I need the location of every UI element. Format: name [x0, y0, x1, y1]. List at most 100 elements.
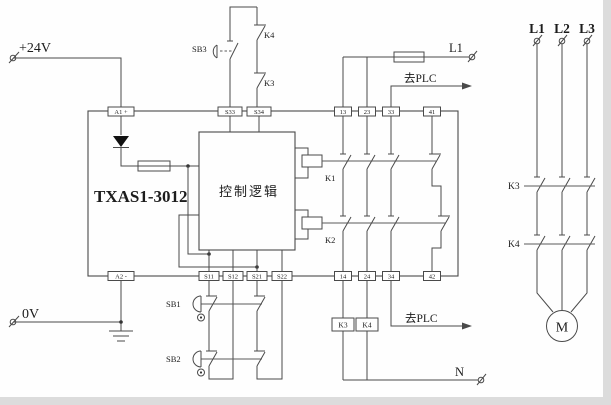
- l1-terminal-icon: [468, 53, 476, 61]
- sb2-twist-release-icon: [197, 368, 205, 377]
- svg-text:14: 14: [340, 274, 347, 281]
- terminal-s12: S12: [222, 271, 244, 281]
- sb3-label: SB3: [192, 44, 207, 54]
- aux-contact-k3: K3: [254, 72, 274, 107]
- k2-coil-icon: [301, 216, 323, 230]
- terminal-s11: S11: [198, 271, 220, 281]
- estop-circuit: SB1 SB2: [166, 280, 283, 380]
- v24-wire: [14, 57, 122, 107]
- sb1-label: SB1: [166, 299, 181, 309]
- motor-label: M: [556, 321, 569, 336]
- terminal-13: 13: [334, 106, 352, 117]
- svg-text:42: 42: [429, 274, 436, 281]
- line-l1-label: L1: [449, 41, 463, 55]
- svg-text:S21: S21: [252, 274, 262, 281]
- terminal-s34: S34: [246, 106, 272, 117]
- terminal-41: 41: [423, 106, 441, 117]
- neutral-label: N: [455, 365, 464, 379]
- terminal-23: 23: [358, 106, 376, 117]
- v24-label: +24V: [19, 41, 51, 56]
- safety-relay-module: TXAS1-3012 控制逻辑 K1 K2: [87, 106, 459, 281]
- contactor-coil-k4: K4: [355, 317, 379, 332]
- svg-text:A2 -: A2 -: [115, 274, 127, 281]
- sb2-label: SB2: [166, 354, 181, 364]
- v0-terminal-icon: [9, 318, 17, 326]
- svg-text:S12: S12: [228, 274, 238, 281]
- main-contacts-k4: K4: [508, 192, 596, 251]
- relay-coil-k2: K2: [295, 209, 335, 245]
- coil-k3-label: K3: [338, 321, 347, 330]
- l1-terminal-slash-icon: [467, 50, 478, 63]
- svg-text:23: 23: [364, 109, 371, 116]
- main-k3-label: K3: [508, 182, 520, 192]
- v0-label: 0V: [22, 307, 39, 322]
- to-plc-label-bottom: 去PLC: [405, 312, 438, 325]
- motor-circle-icon: [546, 310, 578, 342]
- to-plc-label-top: 去PLC: [404, 72, 437, 85]
- terminal-42: 42: [423, 271, 441, 281]
- scan-edge-bottom: [0, 397, 611, 405]
- n-terminal-slash-icon: [476, 373, 487, 386]
- left-power-rail: +24V 0V: [8, 41, 133, 342]
- control-logic-label: 控制逻辑: [219, 184, 279, 199]
- terminal-33: 33: [382, 106, 400, 117]
- n-terminal-icon: [477, 376, 485, 384]
- aux-k3-label: K3: [264, 78, 274, 88]
- sb2-mushroom-icon: [192, 350, 202, 368]
- terminal-a2: A2 -: [107, 271, 135, 281]
- relay-coil-k1: K1: [295, 147, 335, 183]
- svg-text:33: 33: [388, 109, 395, 116]
- v0-terminal-slash-icon: [8, 315, 20, 328]
- contactor-coil-k3: K3: [331, 317, 355, 332]
- terminal-a1: A1 +: [107, 106, 135, 117]
- phase-l2-label: L2: [554, 21, 570, 36]
- sb3-mushroom-icon: [212, 44, 218, 59]
- feedback-nc-column: [429, 116, 450, 272]
- k1-coil-icon: [301, 154, 323, 168]
- ground-icon: [109, 330, 133, 342]
- terminal-s22: S22: [271, 271, 293, 281]
- phase-l1-label: L1: [529, 21, 545, 36]
- main-contacts-k3: K3: [508, 44, 596, 193]
- relay-k1-label: K1: [325, 173, 335, 183]
- terminal-s21: S21: [246, 271, 268, 281]
- main-k4-label: K4: [508, 240, 520, 250]
- aux-contact-k4: K4: [254, 7, 275, 73]
- phase-l3-label: L3: [579, 21, 595, 36]
- plc-arrow-bottom-icon: [462, 322, 472, 330]
- svg-text:A1 +: A1 +: [114, 109, 128, 116]
- coil-k4-label: K4: [362, 321, 371, 330]
- relay-k2-label: K2: [325, 235, 335, 245]
- svg-text:S34: S34: [254, 109, 265, 116]
- plc-arrow-top-icon: [462, 82, 472, 90]
- svg-text:S22: S22: [277, 274, 287, 281]
- output-circuit: L1 去PLC K3 K4 去PLC N: [331, 41, 487, 386]
- svg-text:13: 13: [340, 109, 347, 116]
- v24-terminal-slash-icon: [8, 51, 20, 64]
- sb1-mushroom-icon: [192, 295, 202, 313]
- svg-text:34: 34: [388, 274, 395, 281]
- estop-button-sb1: SB1: [166, 295, 205, 322]
- svg-text:S33: S33: [225, 109, 235, 116]
- terminal-24: 24: [358, 271, 376, 281]
- output-contact-columns: [340, 116, 400, 272]
- motor-circuit: L1 L2 L3 K3 K4 M: [508, 21, 596, 342]
- phase-terminal-icons: [532, 34, 593, 47]
- terminal-34: 34: [382, 271, 400, 281]
- terminal-14: 14: [334, 271, 352, 281]
- svg-text:24: 24: [364, 274, 371, 281]
- supply-wire: [120, 148, 199, 167]
- diode-icon: [113, 136, 129, 147]
- v24-terminal-icon: [9, 54, 17, 62]
- start-circuit: SB3 K4 K3: [192, 6, 275, 107]
- scan-edge-right: [603, 0, 611, 405]
- svg-text:41: 41: [429, 109, 436, 116]
- junction-dot: [119, 320, 123, 324]
- motor: M: [546, 310, 578, 342]
- estop-button-sb2: SB2: [166, 350, 205, 377]
- module-internal-wiring: [113, 116, 283, 272]
- internal-fuse-icon: [137, 160, 171, 172]
- line-fuse-icon: [393, 51, 425, 63]
